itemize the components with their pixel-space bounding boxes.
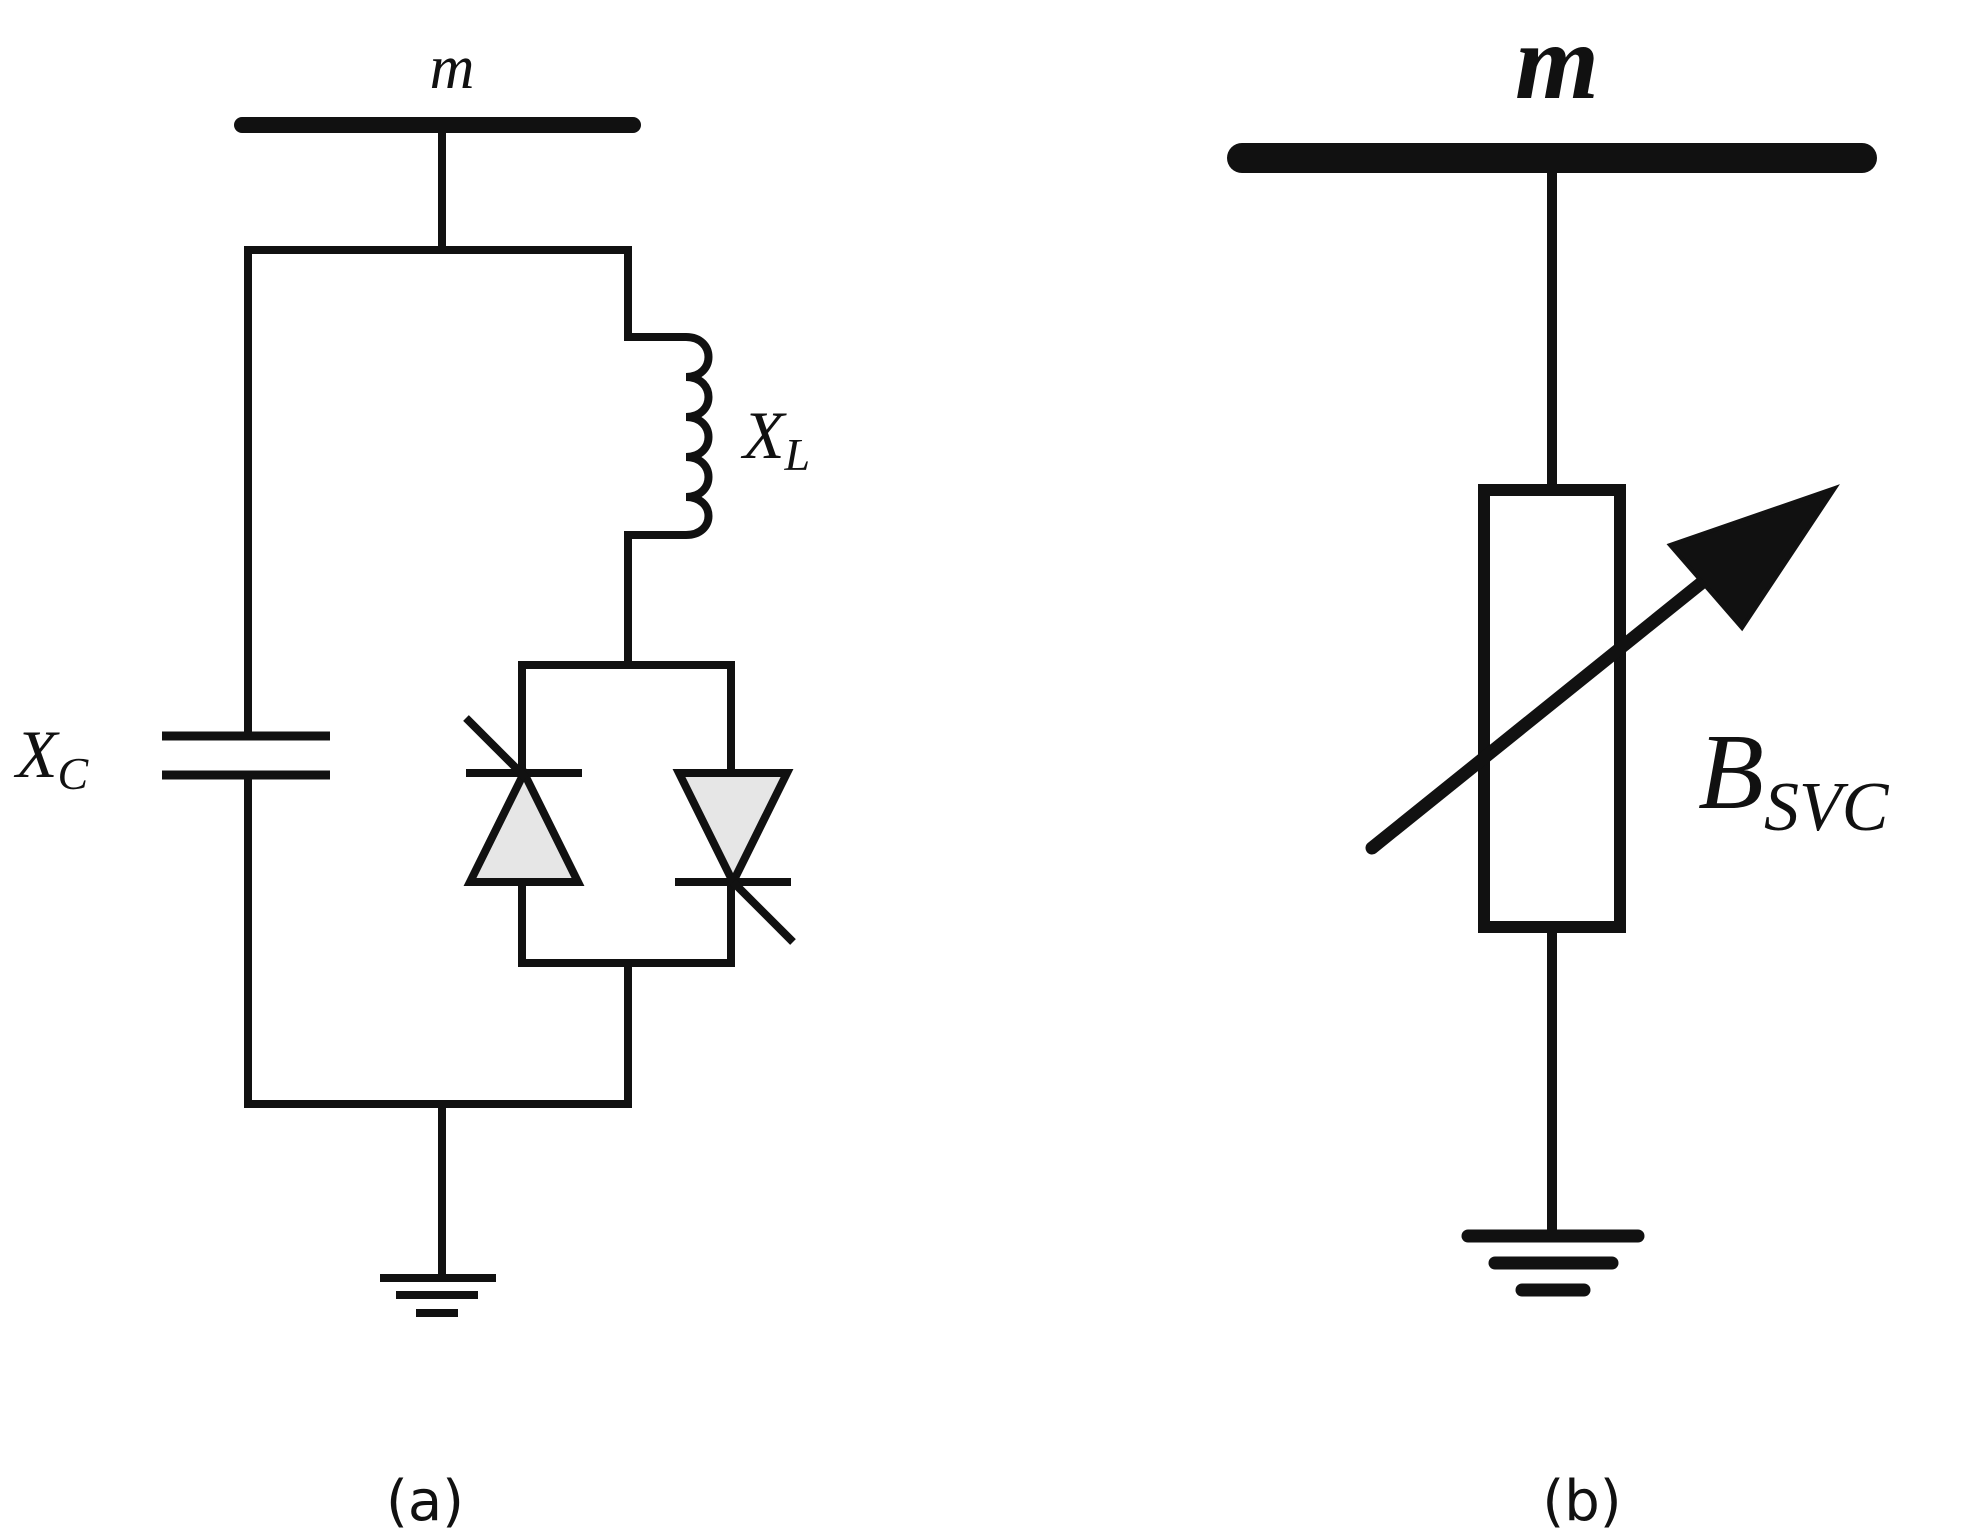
svc-label: BSVC <box>1698 713 1890 846</box>
caption-a: (a) <box>386 1469 464 1533</box>
bus-label-a: m <box>430 34 475 102</box>
inductor-label: XL <box>740 397 810 480</box>
panel-b <box>1227 143 1877 1297</box>
variable-arrow-head-icon <box>1666 484 1840 632</box>
capacitor-label-sub: C <box>58 748 90 799</box>
inductor-label-main: X <box>740 397 787 473</box>
capacitor-label: XC <box>13 716 90 799</box>
svc-label-sub: SVC <box>1764 769 1890 846</box>
caption-b: (b) <box>1542 1469 1621 1533</box>
panel-a <box>162 117 796 1317</box>
thyristor-up <box>463 763 585 886</box>
thyristor-up-gate <box>463 715 529 781</box>
thyristor-down <box>672 769 794 892</box>
capacitor-label-main: X <box>13 716 60 792</box>
inductor-coil <box>685 333 713 539</box>
bus-label-b: m <box>1515 3 1599 122</box>
inductor-label-sub: L <box>784 429 811 480</box>
ground-icon <box>1461 1229 1645 1297</box>
variable-arrow-shaft <box>1365 561 1727 855</box>
thyristor-down-gate <box>730 879 796 945</box>
svc-label-main: B <box>1698 713 1764 832</box>
ground-icon <box>380 1274 496 1317</box>
